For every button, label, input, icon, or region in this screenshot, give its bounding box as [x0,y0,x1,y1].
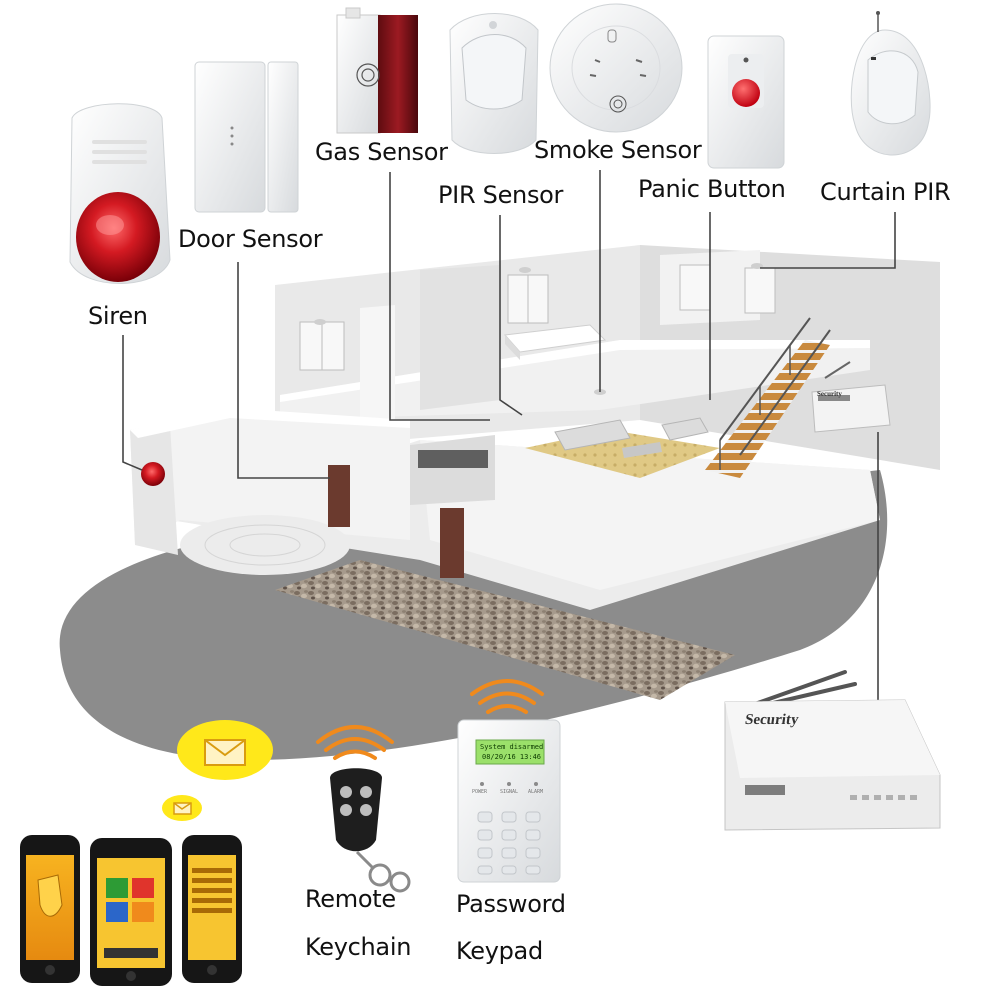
gas-sensor-label: Gas Sensor [315,138,448,166]
panel-brand-label: Security [743,712,800,728]
pir-sensor-leader [499,215,523,416]
pir-sensor-device [449,13,539,154]
curtain-pir-leader [760,212,896,269]
envelope-icon-large [177,720,273,780]
envelope-icon-small [162,795,202,821]
tiled-floor [180,515,350,575]
remote-keyfob-icon [330,768,411,893]
wall-alarm-panel [811,361,891,433]
gravel-path [275,560,735,700]
siren-label: Siren [88,302,148,330]
leader-lines [122,170,896,706]
gas-sensor-leader [389,172,490,421]
keypad-screen-line1: System disarmed [480,743,544,751]
sofa [554,419,631,451]
curtain-pir-label: Curtain PIR [820,178,951,206]
keypad-indicator-alarm: ALARM [528,789,544,795]
curtain-pir-device [850,11,931,156]
keypad-indicator-power: POWER [472,789,488,795]
panic-button-label: Panic Button [638,175,786,203]
password-label: Password [456,890,566,918]
keypad-label: Keypad [456,937,543,965]
main-alarm-panel [724,670,941,831]
keypad-icon [457,719,561,883]
keypad-indicator-signal: SIGNAL [500,789,519,795]
staircase [705,317,831,478]
front-door [328,465,350,527]
phone-icon-center [90,838,172,986]
gas-sensor-device [336,7,418,134]
siren-device [69,103,171,284]
phone-icon-right [182,835,242,983]
keypad-screen-line2: 08/20/16 13:46 [482,753,542,761]
wifi-signal-icon-remote [316,725,394,760]
keychain-label: Keychain [305,933,412,961]
door-sensor-leader [237,262,330,479]
wall-panel-brand-label: Security [817,390,842,398]
phone-icon-left [20,835,80,983]
panic-button-device [707,35,785,169]
house-cutaway [59,245,940,760]
wifi-signal-icon-keypad [470,679,544,714]
smoke-sensor-label: Smoke Sensor [534,136,702,164]
remote-label: Remote [305,885,396,913]
pir-sensor-label: PIR Sensor [438,181,564,209]
siren-leader [122,335,143,471]
door-sensor-label: Door Sensor [178,225,323,253]
door-sensor-device [194,61,299,213]
smoke-sensor-device [549,3,683,133]
wall-siren [141,462,165,486]
